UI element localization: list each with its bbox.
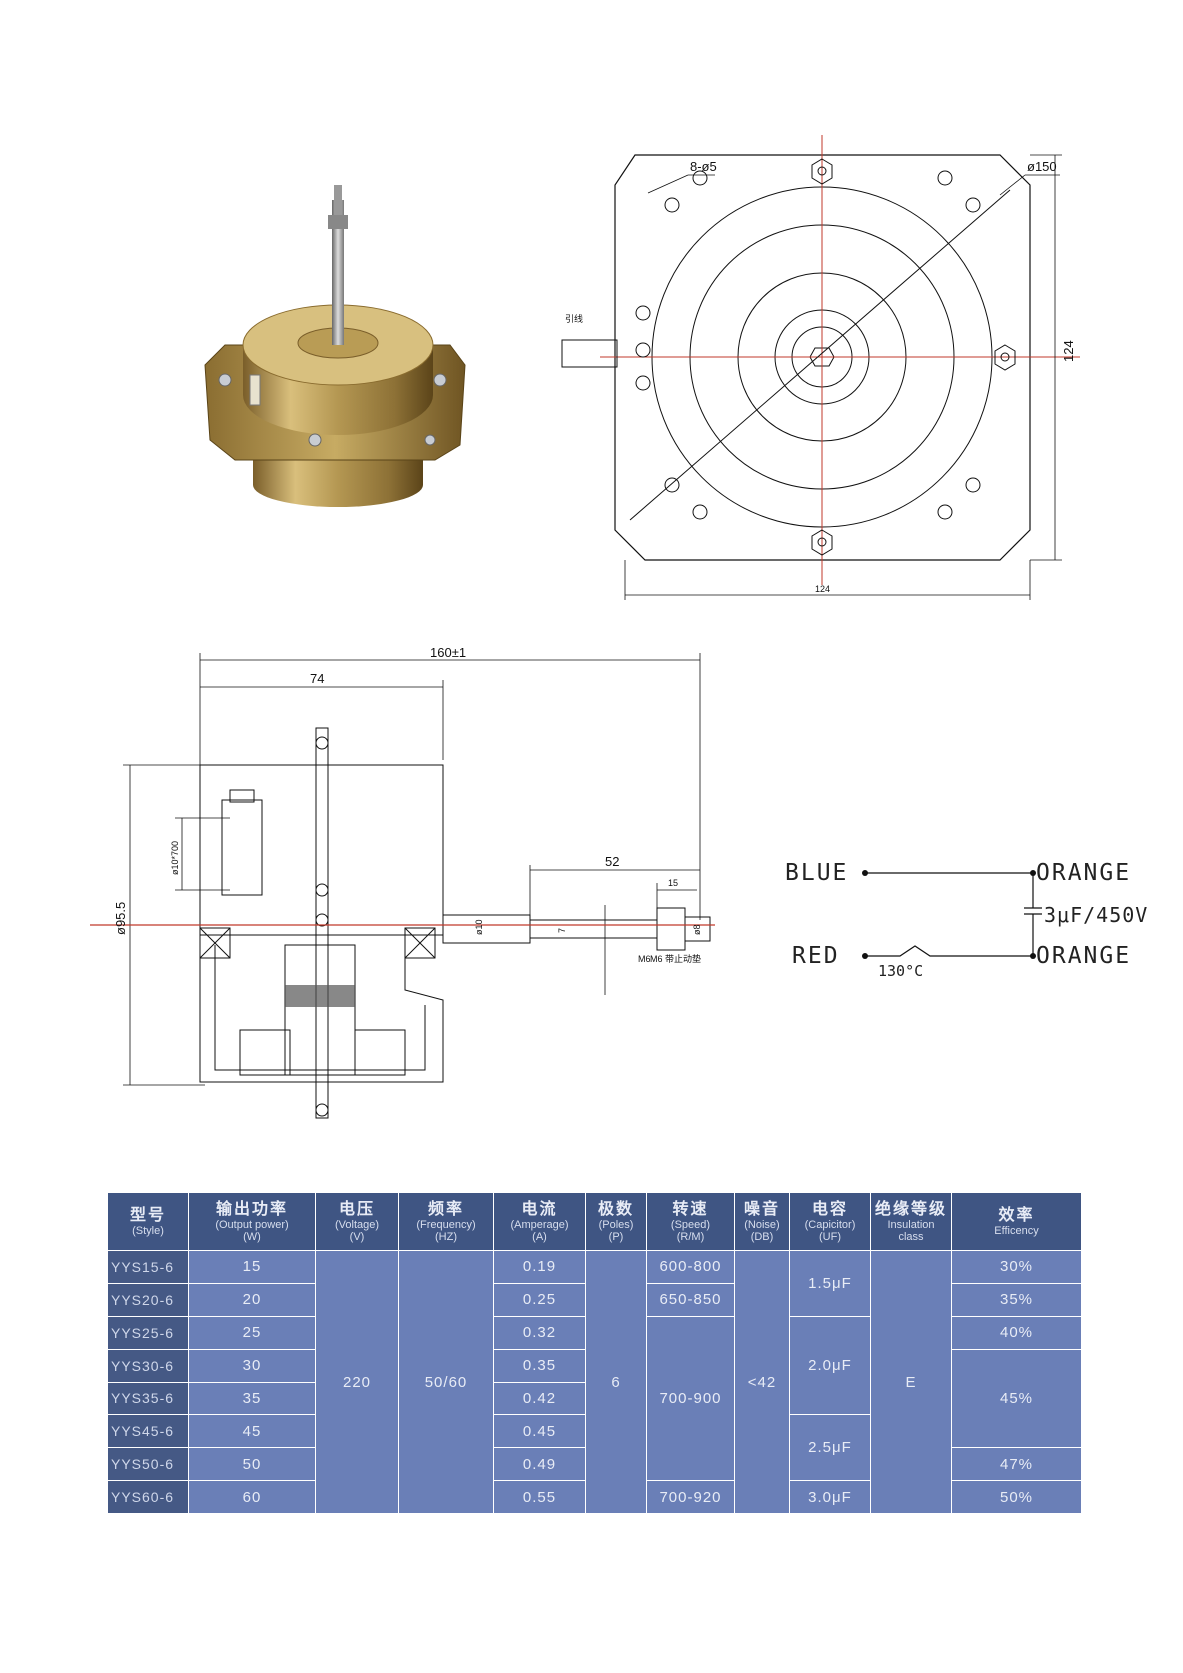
table-row: YYS30-6 30 0.35 45% bbox=[107, 1348, 1082, 1449]
efficiency-cell: 35% bbox=[951, 1282, 1082, 1317]
header-current: 电流(Amperage)(A) bbox=[493, 1192, 586, 1251]
noise-cell: <42 bbox=[734, 1250, 790, 1514]
frequency-cell: 50/60 bbox=[398, 1250, 494, 1514]
shaft-length-label: 52 bbox=[605, 854, 619, 869]
thread-length-label: 15 bbox=[668, 878, 678, 888]
model-cell: YYS15-6 bbox=[107, 1250, 189, 1284]
power-cell: 30 bbox=[188, 1348, 316, 1383]
table-row: YYS35-6 35 0.42 bbox=[107, 1381, 1082, 1416]
flat-label: 7 bbox=[557, 928, 567, 933]
efficiency-cell: 40% bbox=[951, 1315, 1082, 1350]
current-cell: 0.25 bbox=[493, 1282, 586, 1317]
power-cell: 35 bbox=[188, 1381, 316, 1416]
power-cell: 45 bbox=[188, 1414, 316, 1449]
body-length-label: 74 bbox=[310, 671, 324, 686]
power-cell: 60 bbox=[188, 1480, 316, 1514]
lead-label: 引线 bbox=[565, 313, 583, 324]
model-cell: YYS25-6 bbox=[107, 1315, 189, 1350]
wire-red-label: RED bbox=[792, 943, 840, 969]
body-diameter-label: ø95.5 bbox=[113, 902, 128, 935]
capacitor-cell: 2.5μF bbox=[789, 1414, 871, 1482]
insulation-cell: E bbox=[870, 1250, 952, 1514]
thermal-label: 130°C bbox=[878, 962, 924, 980]
thread-label: M6 bbox=[638, 954, 651, 964]
current-cell: 0.42 bbox=[493, 1381, 586, 1416]
header-capacitor: 电容(Capicitor)(UF) bbox=[789, 1192, 871, 1251]
efficiency-cell: 47% bbox=[951, 1447, 1082, 1482]
capacitor-cell: 3.0μF bbox=[789, 1480, 871, 1514]
table-header-row: 型号(Style) 输出功率(Output power)(W) 电压(Volta… bbox=[107, 1192, 1082, 1251]
motor-photo bbox=[204, 185, 466, 507]
table-row: YYS45-6 45 0.45 2.5μF bbox=[107, 1414, 1082, 1482]
wiring-diagram bbox=[862, 870, 1042, 959]
efficiency-cell: 45% bbox=[951, 1348, 1082, 1449]
power-cell: 25 bbox=[188, 1315, 316, 1350]
capacitor-label: 3μF/450V bbox=[1044, 903, 1149, 927]
header-noise: 噪音(Noise)(DB) bbox=[734, 1192, 790, 1251]
shaft-d1-label: ø10 bbox=[474, 919, 484, 935]
speed-cell: 600-800 bbox=[646, 1250, 735, 1284]
lead-diameter-label: ø10*700 bbox=[170, 841, 180, 875]
efficiency-cell: 50% bbox=[951, 1480, 1082, 1514]
current-cell: 0.19 bbox=[493, 1250, 586, 1284]
overall-length-label: 160±1 bbox=[430, 645, 466, 660]
table-row: YYS25-6 25 0.32 700-900 2.0μF 40% bbox=[107, 1315, 1082, 1482]
speed-cell: 650-850 bbox=[646, 1282, 735, 1317]
table-row: YYS20-6 20 0.25 650-850 35% bbox=[107, 1282, 1082, 1317]
model-cell: YYS30-6 bbox=[107, 1348, 189, 1383]
model-cell: YYS20-6 bbox=[107, 1282, 189, 1317]
power-cell: 20 bbox=[188, 1282, 316, 1317]
height-label: 124 bbox=[1061, 340, 1076, 362]
wire-orange-top-label: ORANGE bbox=[1036, 860, 1132, 886]
current-cell: 0.35 bbox=[493, 1348, 586, 1383]
header-voltage: 电压(Voltage)(V) bbox=[315, 1192, 399, 1251]
model-cell: YYS35-6 bbox=[107, 1381, 189, 1416]
table-row: YYS60-6 60 0.55 700-920 3.0μF 50% bbox=[107, 1480, 1082, 1514]
shaft-d2-label: ø8 bbox=[692, 924, 702, 935]
diameter-label: ø150 bbox=[1027, 159, 1057, 174]
spec-table: 型号(Style) 输出功率(Output power)(W) 电压(Volta… bbox=[107, 1192, 1082, 1514]
current-cell: 0.55 bbox=[493, 1480, 586, 1514]
power-cell: 15 bbox=[188, 1250, 316, 1284]
current-cell: 0.49 bbox=[493, 1447, 586, 1482]
table-row: YYS50-6 50 0.49 47% bbox=[107, 1447, 1082, 1482]
model-cell: YYS60-6 bbox=[107, 1480, 189, 1514]
wire-orange-bottom-label: ORANGE bbox=[1036, 943, 1132, 969]
width-label: 124 bbox=[815, 584, 830, 594]
voltage-cell: 220 bbox=[315, 1250, 399, 1514]
current-cell: 0.32 bbox=[493, 1315, 586, 1350]
current-cell: 0.45 bbox=[493, 1414, 586, 1449]
power-cell: 50 bbox=[188, 1447, 316, 1482]
model-cell: YYS45-6 bbox=[107, 1414, 189, 1449]
header-speed: 转速(Speed)(R/M) bbox=[646, 1192, 735, 1251]
efficiency-cell: 30% bbox=[951, 1250, 1082, 1284]
speed-cell: 700-920 bbox=[646, 1480, 735, 1514]
header-style: 型号(Style) bbox=[107, 1192, 189, 1251]
capacitor-cell: 2.0μF bbox=[789, 1315, 871, 1416]
header-poles: 极数(Poles)(P) bbox=[585, 1192, 647, 1251]
capacitor-cell: 1.5μF bbox=[789, 1250, 871, 1317]
speed-cell: 700-900 bbox=[646, 1315, 735, 1482]
holes-label: 8-ø5 bbox=[690, 159, 717, 174]
model-cell: YYS50-6 bbox=[107, 1447, 189, 1482]
nut-note-label: M6 带止动垫 bbox=[650, 953, 701, 964]
table-row: YYS15-6 15 220 50/60 0.19 6 600-800 <42 … bbox=[107, 1250, 1082, 1514]
top-view-drawing: 8-ø5 ø150 引线 124 124 bbox=[561, 135, 1080, 600]
header-frequency: 频率(Frequency)(HZ) bbox=[398, 1192, 494, 1251]
wire-blue-label: BLUE bbox=[785, 860, 849, 886]
poles-cell: 6 bbox=[585, 1250, 647, 1514]
header-power: 输出功率(Output power)(W) bbox=[188, 1192, 316, 1251]
side-view-drawing: 160±1 74 52 15 ø95.5 ø10*700 ø10 ø8 7 M6… bbox=[90, 645, 715, 1119]
